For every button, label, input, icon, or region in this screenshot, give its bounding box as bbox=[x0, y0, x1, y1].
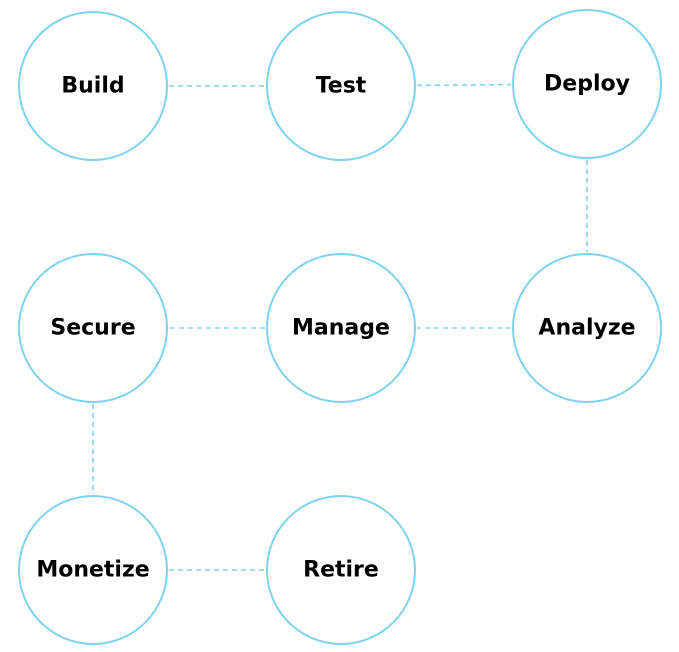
node-label-monetize: Monetize bbox=[36, 558, 149, 583]
node-secure: Secure bbox=[18, 253, 168, 403]
node-retire: Retire bbox=[266, 495, 416, 645]
connectors bbox=[92, 83, 588, 571]
node-circle-monetize bbox=[18, 495, 168, 645]
node-circle-build bbox=[18, 11, 168, 161]
node-label-manage: Manage bbox=[292, 316, 390, 341]
node-deploy: Deploy bbox=[512, 9, 662, 159]
node-label-analyze: Analyze bbox=[538, 316, 635, 341]
node-test: Test bbox=[266, 11, 416, 161]
node-analyze: Analyze bbox=[512, 253, 662, 403]
node-build: Build bbox=[18, 11, 168, 161]
node-label-secure: Secure bbox=[50, 316, 135, 341]
node-manage: Manage bbox=[266, 253, 416, 403]
node-circle-test bbox=[266, 11, 416, 161]
connector-test-deploy bbox=[416, 83, 512, 87]
node-label-retire: Retire bbox=[303, 558, 379, 583]
node-circle-retire bbox=[266, 495, 416, 645]
node-label-deploy: Deploy bbox=[544, 72, 630, 97]
node-circle-manage bbox=[266, 253, 416, 403]
node-label-build: Build bbox=[61, 74, 124, 99]
node-monetize: Monetize bbox=[18, 495, 168, 645]
node-circle-analyze bbox=[512, 253, 662, 403]
node-label-test: Test bbox=[316, 74, 367, 99]
node-circle-deploy bbox=[512, 9, 662, 159]
node-circle-secure bbox=[18, 253, 168, 403]
